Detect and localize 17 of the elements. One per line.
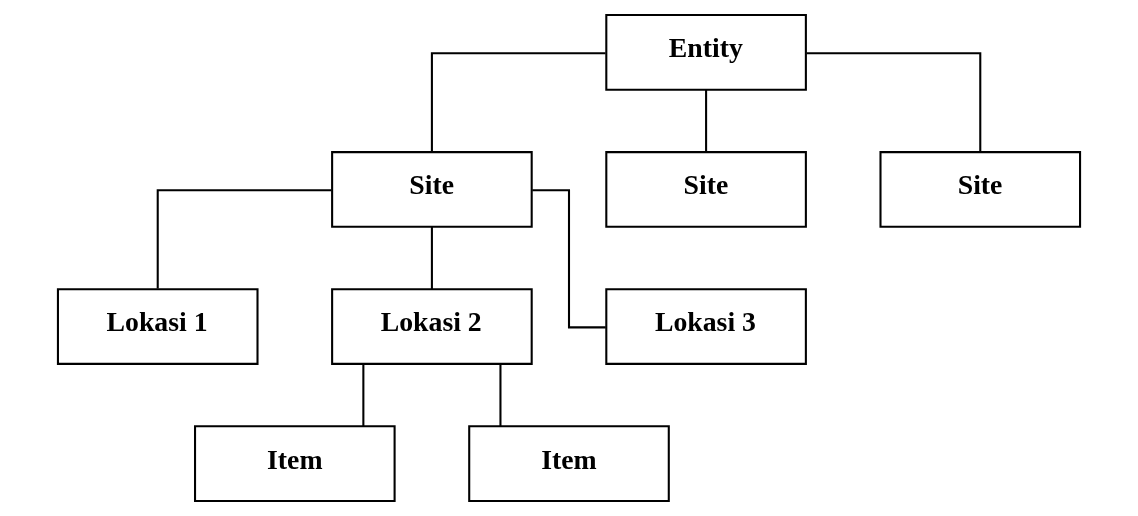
- connector: [362, 364, 365, 427]
- node-box: Site: [605, 151, 807, 228]
- node-box: Lokasi 1: [56, 288, 259, 365]
- connector: [705, 89, 708, 153]
- connector: [806, 52, 982, 152]
- node-box: Lokasi 3: [605, 288, 807, 365]
- node-box: Site: [879, 151, 1082, 228]
- node-box: Item: [194, 425, 396, 502]
- connector: [499, 364, 502, 427]
- node-box: Site: [331, 151, 533, 228]
- connector: [156, 189, 332, 289]
- connector: [430, 52, 606, 152]
- connector: [430, 226, 433, 290]
- connector: [532, 189, 606, 329]
- node-box: Entity: [605, 14, 807, 91]
- node-box: Item: [468, 425, 670, 502]
- node-box: Lokasi 2: [331, 288, 533, 365]
